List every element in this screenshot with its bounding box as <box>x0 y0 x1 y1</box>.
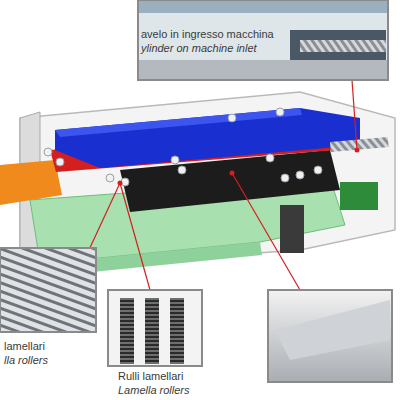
inset-title: Rulli lamellari <box>118 370 183 383</box>
inset-title: avelo in ingresso macchina <box>141 28 274 41</box>
inset-title-en: lla rollers <box>4 354 48 367</box>
inset-title-en: ylinder on machine inlet <box>141 42 257 55</box>
inset-title-en: Lamella rollers <box>118 384 190 397</box>
inset-title: lamellari <box>4 340 45 353</box>
